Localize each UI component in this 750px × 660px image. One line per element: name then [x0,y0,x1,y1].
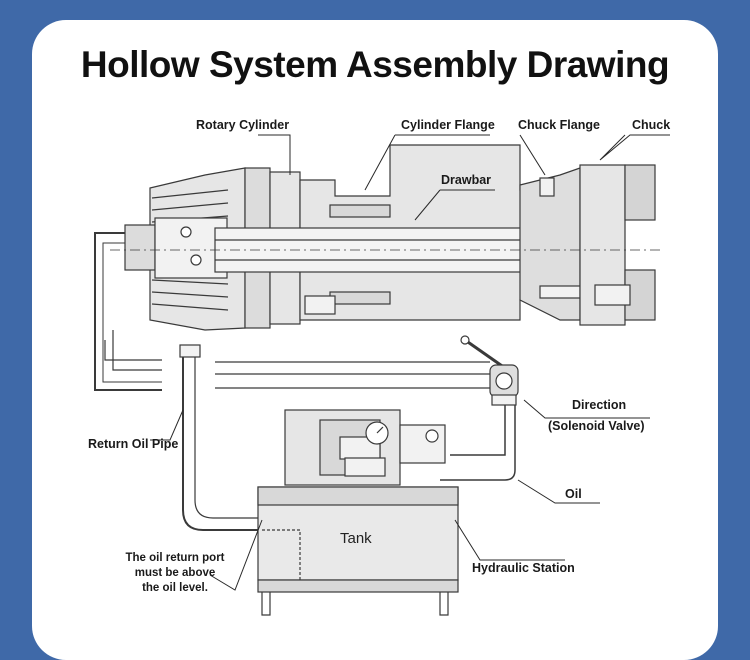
label-rotary-cylinder: Rotary Cylinder [196,118,289,132]
label-oil: Oil [565,487,582,501]
label-chuck: Chuck [632,118,670,132]
label-drawbar: Drawbar [441,173,491,187]
page-title: Hollow System Assembly Drawing [80,44,670,85]
label-oil-port-line3: the oil level. [142,582,208,594]
tank [257,486,459,616]
solenoid-valve [460,335,519,406]
assembly-diagram: Rotary Cylinder Cylinder Flange Chuck Fl… [88,118,670,616]
label-return-oil-pipe: Return Oil Pipe [88,437,178,451]
label-solenoid-valve: (Solenoid Valve) [548,419,645,433]
chuck-flange [519,167,581,321]
return-oil-pipe [179,344,262,531]
label-oil-port-line2: must be above [135,567,216,579]
label-cylinder-flange: Cylinder Flange [401,118,495,132]
label-tank: Tank [340,530,372,547]
leader-lines [150,134,670,591]
chuck [579,164,656,326]
label-oil-port-line1: The oil return port [125,552,224,564]
label-direction: Direction [572,398,626,412]
hydraulic-station [284,409,446,486]
label-chuck-flange: Chuck Flange [518,118,600,132]
label-hydraulic-station: Hydraulic Station [472,561,575,575]
